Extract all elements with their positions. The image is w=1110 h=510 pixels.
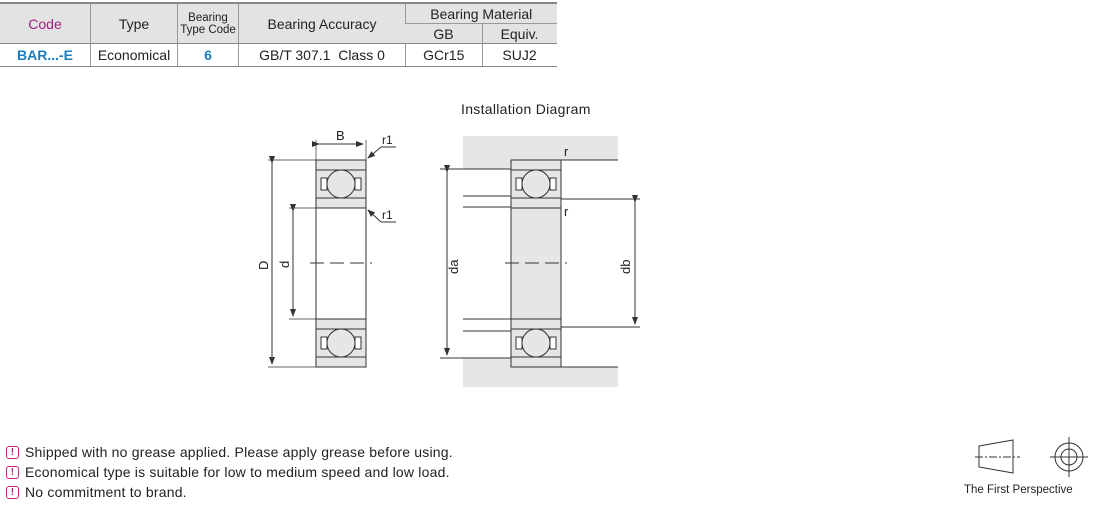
note-text: Shipped with no grease applied. Please a… (25, 444, 453, 460)
header-equiv: Equiv. (481, 23, 557, 44)
cell-type: Economical (90, 43, 178, 67)
cell-accuracy: GB/T 307.1 Class 0 (238, 43, 406, 67)
cell-bearing-type-code: 6 (177, 43, 239, 67)
note-text: Economical type is suitable for low to m… (25, 464, 450, 480)
header-code: Code (0, 2, 91, 44)
warning-icon: ! (6, 445, 19, 459)
label-d: d (277, 261, 292, 268)
label-r-top: r (564, 144, 569, 159)
label-da: da (446, 259, 461, 274)
installation-section (440, 136, 640, 387)
warning-icon: ! (6, 485, 19, 499)
header-accuracy: Bearing Accuracy (238, 2, 406, 44)
first-perspective-icon (975, 437, 1088, 477)
perspective-label: The First Perspective (964, 484, 1073, 496)
note-text: No commitment to brand. (25, 484, 187, 500)
label-db: db (618, 260, 633, 274)
spec-table: Code Type Bearing Type Code Bearing Accu… (0, 2, 557, 67)
header-type: Type (90, 2, 178, 44)
table-row: BAR...-E Economical 6 GB/T 307.1 Class 0… (0, 43, 557, 67)
cell-equiv: SUJ2 (481, 43, 557, 67)
header-material: Bearing Material (405, 2, 557, 24)
cell-code: BAR...-E (0, 43, 91, 67)
label-r1-top: r1 (382, 133, 393, 147)
note-item: ! Economical type is suitable for low to … (6, 462, 453, 482)
label-r1-bottom: r1 (382, 208, 393, 222)
note-item: ! No commitment to brand. (6, 482, 453, 502)
warning-icon: ! (6, 465, 19, 479)
bearing-section-left (268, 140, 396, 368)
label-B: B (336, 128, 345, 143)
header-gb: GB (405, 23, 482, 44)
cell-gb: GCr15 (405, 43, 482, 67)
notes-list: ! Shipped with no grease applied. Please … (6, 442, 453, 502)
header-bearing-type-code: Bearing Type Code (177, 2, 239, 44)
diagram-title: Installation Diagram (461, 101, 591, 117)
label-r-bottom: r (564, 204, 569, 219)
note-item: ! Shipped with no grease applied. Please … (6, 442, 453, 462)
label-D: D (256, 261, 271, 270)
